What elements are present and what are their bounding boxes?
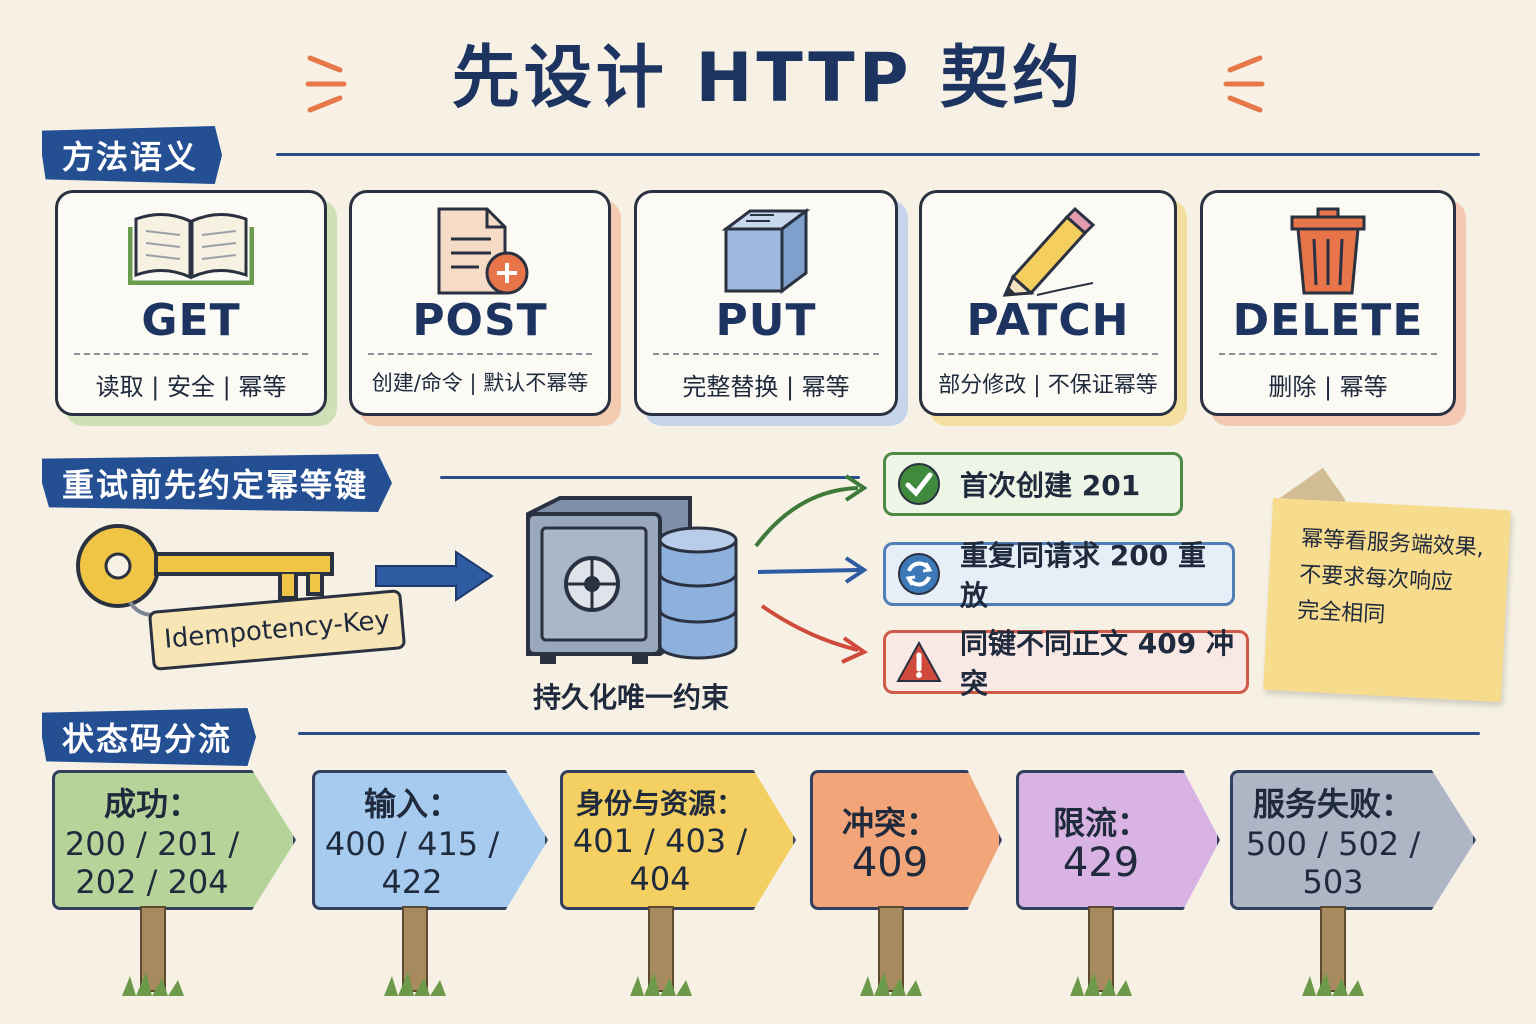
card-divider — [1219, 353, 1437, 355]
warning-icon — [896, 640, 942, 682]
safe-icon — [526, 496, 692, 664]
grass-decoration — [860, 972, 922, 996]
grass-decoration — [630, 972, 692, 996]
sign-title: 冲突： — [841, 804, 938, 842]
outcome-text: 重复同请求 200 重放 — [960, 539, 1206, 612]
method-desc: 部分修改 | 不保证幂等 — [938, 373, 1158, 398]
status-sign-conflict-text: 冲突： 409 — [810, 770, 970, 910]
status-sign-conflict — [810, 770, 1002, 910]
sign-codes: 404 — [629, 860, 691, 898]
status-sign-server-text: 服务失败： 500 / 502 / 503 — [1230, 770, 1436, 910]
method-desc: 读取 | 安全 | 幂等 — [95, 373, 287, 401]
status-sign-auth — [560, 770, 796, 910]
sticky-note: 幂等看服务端效果, 不要求每次响应 完全相同 — [1263, 497, 1511, 703]
sign-codes: 422 — [381, 863, 443, 901]
method-card-put: PUT 完整替换 | 幂等 — [634, 190, 898, 416]
card-divider — [653, 353, 879, 355]
method-card-post: POST 创建/命令 | 默认不幂等 — [349, 190, 611, 416]
method-desc: 删除 | 幂等 — [1268, 373, 1388, 401]
trash-can-icon — [1290, 207, 1366, 295]
section-rule — [276, 153, 1480, 156]
method-name: PATCH — [966, 295, 1130, 346]
outcome-first-create: 首次创建 201 — [883, 452, 1183, 516]
title-spark-right-icon — [1223, 55, 1265, 113]
status-sign-server — [1230, 770, 1476, 910]
outcome-replay: 重复同请求 200 重放 — [883, 539, 1235, 612]
sign-codes: 503 — [1302, 863, 1364, 901]
sign-title: 身份与资源： — [575, 787, 744, 820]
sign-title: 输入： — [363, 785, 460, 823]
method-desc: 完整替换 | 幂等 — [682, 373, 850, 401]
sign-codes: 500 / 502 / — [1245, 825, 1421, 863]
status-sign-ratelimit — [1016, 770, 1220, 910]
method-name: PUT — [715, 295, 817, 346]
method-name: DELETE — [1232, 295, 1424, 346]
sign-title: 成功： — [103, 785, 200, 823]
outcome-text: 同键不同正文 409 冲突 — [960, 627, 1234, 700]
method-name: GET — [141, 295, 241, 346]
grass-decoration — [122, 972, 184, 996]
page-title: 先设计 HTTP 契约 — [451, 39, 1085, 118]
section-banner-status: 状态码分流 — [42, 708, 257, 766]
arrow-icon — [375, 550, 494, 602]
method-desc: 创建/命令 | 默认不幂等 — [371, 371, 589, 395]
status-sign-input-text: 输入： 400 / 415 / 422 — [312, 770, 512, 910]
open-book-icon — [128, 213, 254, 285]
refresh-icon — [898, 553, 940, 595]
sign-codes: 401 / 403 / — [572, 822, 748, 860]
sign-codes: 202 / 204 — [75, 863, 229, 901]
sign-codes: 409 — [851, 840, 929, 886]
sign-codes: 200 / 201 / — [64, 825, 240, 863]
method-card-delete: DELETE 删除 | 幂等 — [1200, 190, 1456, 416]
card-divider — [74, 353, 308, 355]
section-banner-methods: 方法语义 — [42, 126, 223, 184]
method-name: POST — [412, 295, 548, 346]
sign-post — [878, 906, 904, 992]
pencil-icon — [1002, 206, 1096, 297]
sign-title: 服务失败： — [1252, 785, 1413, 823]
new-document-icon — [437, 207, 529, 295]
section-banner-idempotency: 重试前先约定幂等键 — [42, 454, 393, 512]
outcome-text: 首次创建 201 — [960, 469, 1141, 502]
grass-decoration — [1302, 972, 1364, 996]
status-sign-input — [312, 770, 548, 910]
method-card-patch: PATCH 部分修改 | 不保证幂等 — [919, 190, 1177, 416]
database-icon — [658, 526, 738, 660]
card-divider — [938, 353, 1158, 355]
section-rule — [440, 476, 860, 479]
card-divider — [368, 353, 592, 355]
sign-title: 限流： — [1052, 804, 1149, 842]
status-sign-auth-text: 身份与资源： 401 / 403 / 404 — [560, 770, 760, 910]
method-card-get: GET 读取 | 安全 | 幂等 — [55, 190, 327, 416]
status-sign-success-text: 成功： 200 / 201 / 202 / 204 — [52, 770, 252, 910]
key-tag-label: Idempotency-Key — [162, 605, 392, 655]
title-spark-left-icon — [305, 55, 347, 113]
status-sign-ratelimit-text: 限流： 429 — [1016, 770, 1186, 910]
sign-codes: 429 — [1062, 840, 1140, 886]
grass-decoration — [384, 972, 446, 996]
sign-codes: 400 / 415 / — [324, 825, 500, 863]
branch-arrows — [754, 474, 869, 664]
outcome-conflict: 同键不同正文 409 冲突 — [883, 627, 1249, 700]
status-sign-success — [52, 770, 296, 910]
store-label: 持久化唯一约束 — [532, 681, 729, 714]
check-icon — [898, 463, 940, 505]
box-icon — [721, 208, 811, 294]
section-rule — [298, 732, 1480, 735]
grass-decoration — [1070, 972, 1132, 996]
